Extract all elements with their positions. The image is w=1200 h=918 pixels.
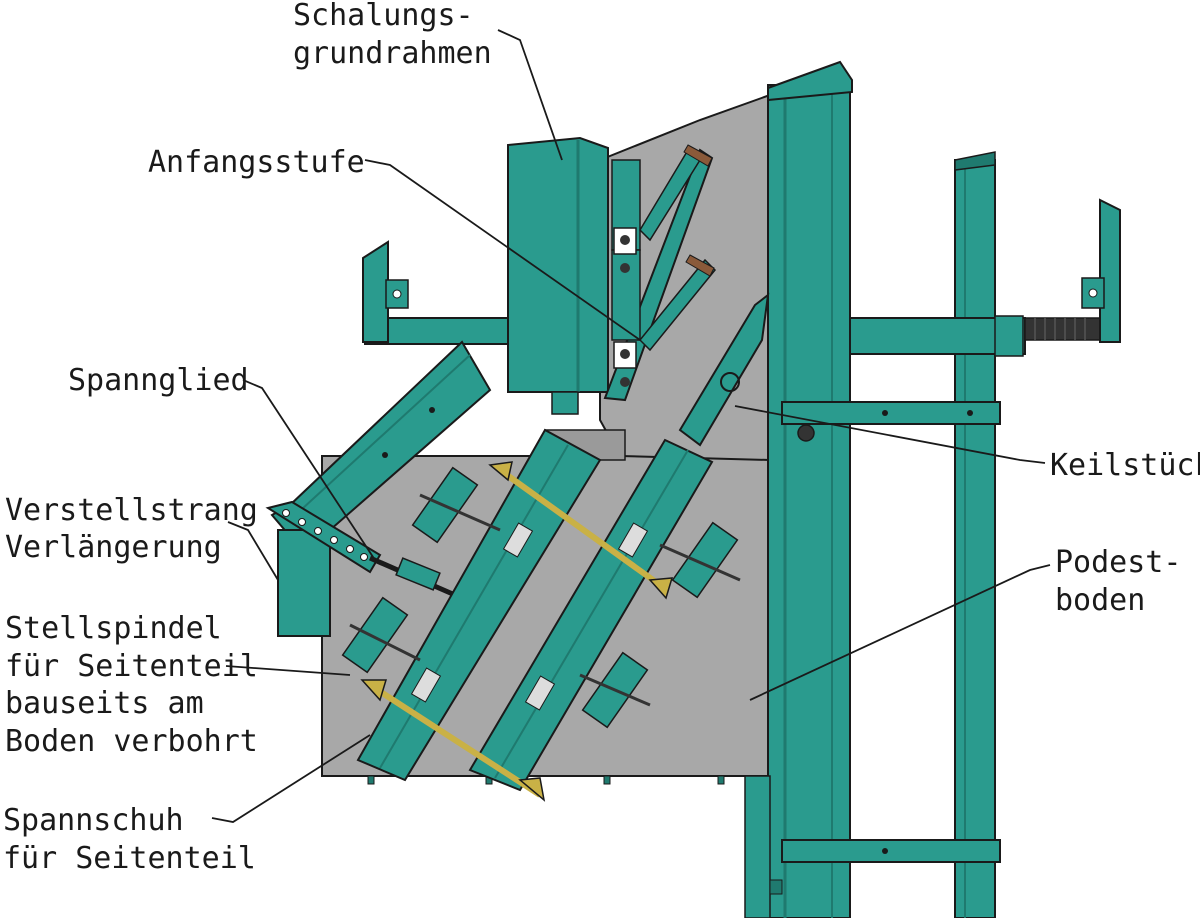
label-spannschuh-1: Spannschuh — [3, 803, 184, 838]
spindle-clamps — [341, 466, 741, 729]
label-keilstueck: Keilstück — [1050, 448, 1200, 483]
label-podestboden-1: Podest- — [1055, 545, 1181, 580]
column-top-cap — [767, 60, 853, 102]
label-verstellstrang-1: Verstellstrang — [5, 493, 258, 528]
stair-steps — [603, 144, 717, 402]
main-vertical-column — [767, 84, 851, 918]
adjustment-extension-plate — [277, 529, 331, 637]
wedge-piece — [678, 292, 770, 447]
label-spannschuh-2: für Seitenteil — [3, 841, 256, 876]
floor-studs — [367, 775, 725, 785]
label-anfangsstufe: Anfangsstufe — [148, 145, 365, 180]
label-schalungsgrundrahmen-2: grundrahmen — [293, 36, 492, 71]
leader-lines — [211, 29, 1051, 823]
perforated-link — [265, 500, 382, 574]
lower-clamp-beam — [781, 839, 1001, 863]
column-foot — [744, 775, 771, 918]
label-stellspindel-2: für Seitenteil — [5, 649, 258, 684]
label-stellspindel-4: Boden verbohrt — [5, 724, 258, 759]
middle-clamp-beam — [781, 401, 1001, 425]
right-beam-extension — [1024, 317, 1101, 341]
wood-tread-upper — [683, 144, 713, 167]
label-stellspindel-1: Stellspindel — [5, 611, 222, 646]
label-spannglied: Spannglied — [68, 363, 249, 398]
label-stellspindel-3: bauseits am — [5, 686, 204, 721]
column-bolt — [797, 424, 815, 442]
label-schalungsgrundrahmen-1: Schalungs- — [293, 0, 474, 33]
lower-tie-rod — [368, 682, 542, 798]
secondary-vertical-column — [954, 159, 996, 918]
wood-tread-lower — [685, 254, 715, 277]
shuttering-base-frame — [507, 136, 609, 393]
label-verstellstrang-2: Verlängerung — [5, 530, 222, 565]
label-podestboden-2: boden — [1055, 583, 1145, 618]
upper-tie-rod — [498, 467, 662, 588]
left-bracket — [362, 240, 389, 343]
right-bracket — [1099, 198, 1121, 343]
